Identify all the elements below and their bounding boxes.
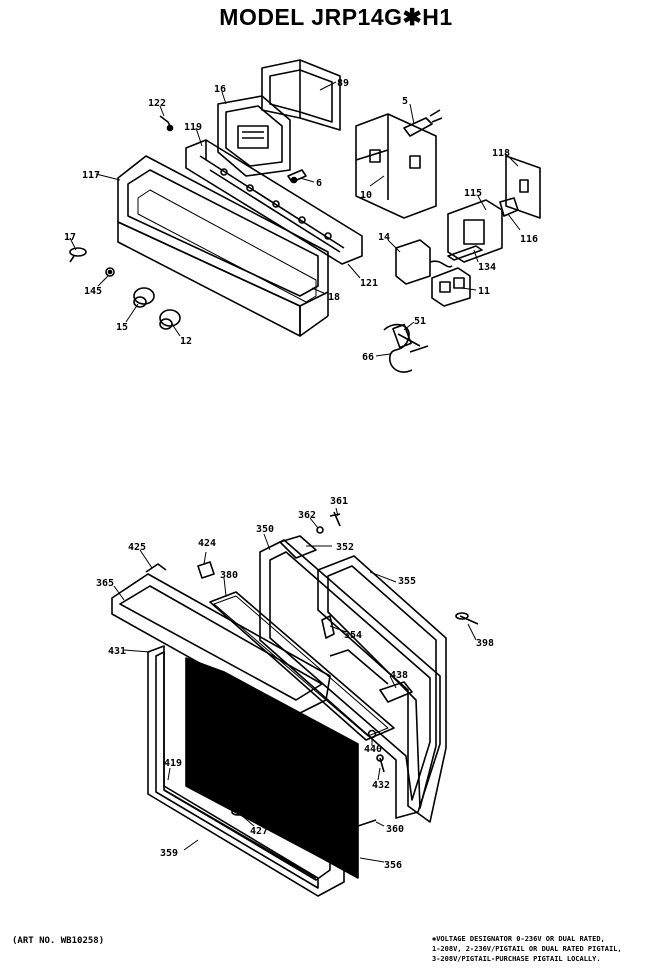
label-398: 398 [476,638,494,649]
part-361-362-screws [316,511,341,534]
part-115-switch [447,199,503,263]
label-424: 424 [198,538,216,549]
label-12: 12 [180,336,192,347]
part-356-insulation [185,657,359,879]
voltage-note-line: 1-208V, 2-236V/PIGTAIL OR DUAL RATED PIG… [432,945,622,953]
part-116-clip [499,197,519,217]
label-362: 362 [298,510,316,521]
label-356: 356 [384,860,402,871]
part-427-fastener [231,808,245,816]
part-438-bracket [379,681,413,703]
label-419: 419 [164,758,182,769]
part-17-knob [69,247,87,263]
label-115: 115 [464,188,482,199]
label-425: 425 [128,542,146,553]
label-440: 440 [364,744,382,755]
part-5-lamp-socket [403,109,443,137]
label-66: 66 [362,352,374,363]
label-18: 18 [328,292,340,303]
label-427: 427 [250,826,268,837]
voltage-note-line: 3-208V/PIGTAIL-PURCHASE PIGTAIL LOCALLY. [432,955,601,963]
label-17: 17 [64,232,76,243]
part-424-clip [197,561,215,579]
label-355: 355 [398,576,416,587]
label-122: 122 [148,98,166,109]
label-134: 134 [478,262,496,273]
part-352-frame [279,535,317,559]
art-number: (ART NO. WB10258) [12,936,105,946]
label-14: 14 [378,232,390,243]
label-438: 438 [390,670,408,681]
part-14-receptacle [395,239,453,285]
voltage-note-line: ✱VOLTAGE DESIGNATOR 0-236V OR DUAL RATED… [432,935,605,943]
label-121: 121 [360,278,378,289]
part-15-knob [133,287,155,308]
part-12-knob [159,309,181,330]
part-51-66-wire-harness [383,323,429,373]
label-89: 89 [337,78,349,89]
label-145: 145 [84,286,102,297]
part-18-panel-glass [137,189,317,303]
part-134-switch-mount [447,245,483,261]
part-380-door-glass [209,591,395,741]
label-431: 431 [108,646,126,657]
label-380: 380 [220,570,238,581]
label-51: 51 [414,316,426,327]
label-11: 11 [478,286,490,297]
label-352: 352 [336,542,354,553]
label-360: 360 [386,824,404,835]
part-365-door-handle-trim [111,563,331,717]
part-11-terminal-block [431,267,471,307]
model-title: MODEL JRP14G✱H1 [219,4,453,30]
part-10-bracket [355,113,437,219]
part-16-timer-housing [217,95,291,177]
part-354-latch [321,615,335,639]
voltage-note: ✱VOLTAGE DESIGNATOR 0-236V OR DUAL RATED… [432,934,668,964]
label-10: 10 [360,190,372,201]
part-118-bracket [505,155,541,219]
label-432: 432 [372,780,390,791]
label-15: 15 [116,322,128,333]
part-6-clip [287,169,307,184]
label-6: 6 [316,178,322,189]
label-16: 16 [214,84,226,95]
label-359: 359 [160,848,178,859]
part-145-grommet [105,267,115,277]
part-350-inner-door-liner [259,539,441,819]
label-117: 117 [82,170,100,181]
label-365: 365 [96,578,114,589]
part-117-panel-frame [117,155,329,337]
part-398-screw [455,612,479,625]
label-119: 119 [184,122,202,133]
label-354: 354 [344,630,362,641]
label-5: 5 [402,96,408,107]
part-122-screw [159,115,174,132]
part-119-switch-strip [185,139,363,265]
part-355-outer-door-panel [317,555,447,823]
label-116: 116 [520,234,538,245]
label-350: 350 [256,524,274,535]
part-360-bracket [357,819,377,827]
label-118: 118 [492,148,510,159]
part-440-432-fasteners [367,729,385,773]
label-361: 361 [330,496,348,507]
